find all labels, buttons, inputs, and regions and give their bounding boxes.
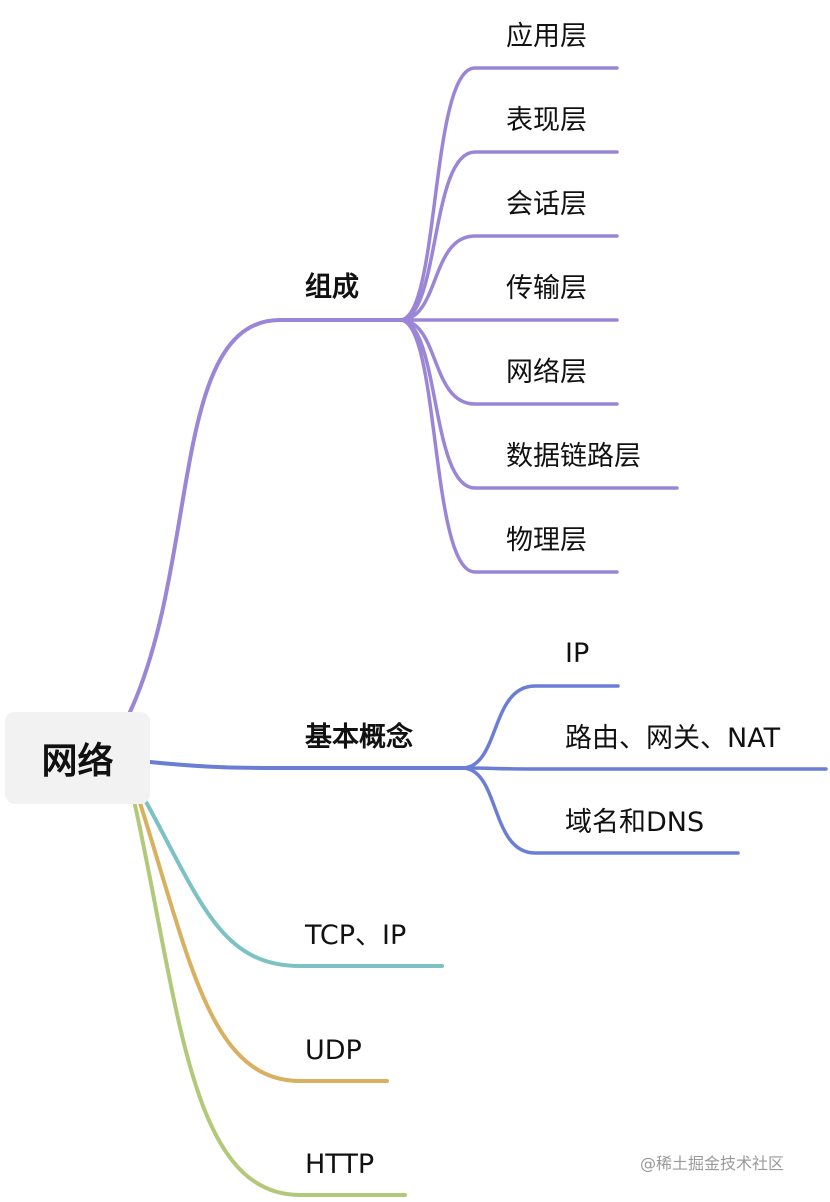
connector-basic-concepts-child-1 <box>460 766 828 771</box>
connector-composition <box>128 318 402 714</box>
branch-label-http[interactable]: HTTP <box>305 1149 375 1180</box>
leaf-domain-dns[interactable]: 域名和DNS <box>565 807 705 838</box>
leaf-data-link-layer[interactable]: 数据链路层 <box>506 441 641 472</box>
connector-udp <box>138 801 389 1083</box>
leaf-session-layer[interactable]: 会话层 <box>506 189 587 220</box>
connector-composition-child-1 <box>398 150 619 322</box>
leaf-application-layer[interactable]: 应用层 <box>506 21 587 52</box>
leaf-routing-gateway-nat[interactable]: 路由、网关、NAT <box>565 723 781 754</box>
connector-basic-concepts <box>148 760 464 770</box>
branch-label-basic-concepts[interactable]: 基本概念 <box>305 722 413 753</box>
leaf-transport-layer[interactable]: 传输层 <box>506 273 587 304</box>
connector-composition-child-0 <box>398 66 619 322</box>
connector-composition-child-2 <box>398 234 619 322</box>
root-node-label: 网络 <box>41 741 114 782</box>
connector-basic-concepts-child-0 <box>460 684 620 770</box>
leaf-network-layer[interactable]: 网络层 <box>506 357 587 388</box>
connector-tcp-ip <box>143 798 444 968</box>
leaf-ip[interactable]: IP <box>565 638 590 669</box>
root-node[interactable]: 网络 <box>5 712 150 804</box>
branch-label-composition[interactable]: 组成 <box>305 272 359 303</box>
connector-basic-concepts-child-2 <box>460 766 740 855</box>
connector-composition-child-5 <box>398 318 679 490</box>
branch-label-tcp-ip[interactable]: TCP、IP <box>305 920 407 951</box>
connector-composition-child-6 <box>398 318 619 574</box>
leaf-presentation-layer[interactable]: 表现层 <box>506 105 587 136</box>
connector-composition-child-4 <box>398 318 619 406</box>
connector-http <box>133 803 407 1197</box>
branch-label-udp[interactable]: UDP <box>305 1035 362 1066</box>
watermark: @稀土掘金技术社区 <box>640 1154 785 1173</box>
leaf-physical-layer[interactable]: 物理层 <box>506 525 587 556</box>
